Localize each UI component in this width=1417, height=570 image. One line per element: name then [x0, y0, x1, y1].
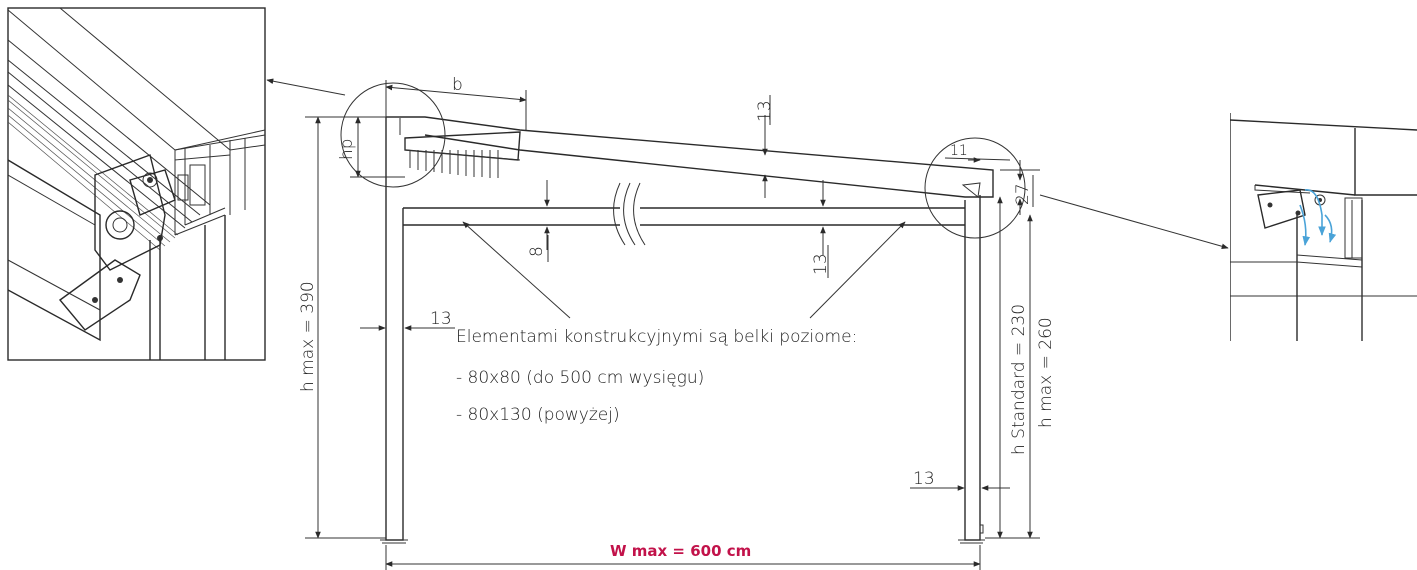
dim-width: W max = 600 cm — [610, 542, 751, 560]
right-post — [964, 195, 981, 541]
break-symbol — [613, 182, 646, 246]
note-line-2: - 80x130 (powyżej) — [456, 405, 620, 425]
roof-beam — [386, 116, 994, 198]
construction-note: Elementami konstrukcyjnymi są belki pozi… — [456, 221, 906, 425]
dim-h-standard: h Standard = 230 — [1009, 304, 1029, 455]
dim-front-27: 27 — [1013, 183, 1033, 205]
right-detail-callout — [924, 137, 1026, 239]
left-detail-pointer — [266, 78, 346, 96]
dim-roof-13: 13 — [755, 100, 775, 122]
left-detail-callout — [340, 82, 446, 188]
note-pointer-left — [462, 221, 571, 319]
dim-b: b — [452, 75, 463, 95]
gutter-drain-drawing — [1230, 113, 1417, 341]
crossbar — [403, 207, 965, 226]
lamella-pack — [404, 131, 521, 178]
note-title: Elementami konstrukcyjnymi są belki pozi… — [456, 327, 857, 347]
dim-h-max-left: h max = 390 — [298, 281, 318, 392]
dim-front-11: 11 — [950, 143, 968, 159]
right-detail-inset — [1039, 113, 1417, 341]
dim-crossbar-13: 13 — [811, 253, 831, 275]
gutter-mechanism-drawing — [8, 8, 265, 360]
dim-post-right-13: 13 — [913, 469, 935, 489]
left-detail-inset — [7, 7, 346, 361]
note-line-1: - 80x80 (do 500 cm wysięgu) — [456, 368, 704, 388]
left-detail-frame — [7, 7, 266, 361]
pergola-structure — [340, 82, 1026, 544]
left-post — [385, 117, 404, 541]
dim-crossbar-8: 8 — [527, 246, 547, 257]
right-detail-pointer — [1039, 194, 1229, 249]
dim-post-left-13: 13 — [430, 309, 452, 329]
dim-h-max-right: h max = 260 — [1036, 317, 1056, 428]
dim-hp: hp — [337, 138, 357, 160]
note-pointer-right — [809, 221, 906, 319]
dimensions: b hp 13 8 13 11 27 13 — [298, 75, 1056, 570]
